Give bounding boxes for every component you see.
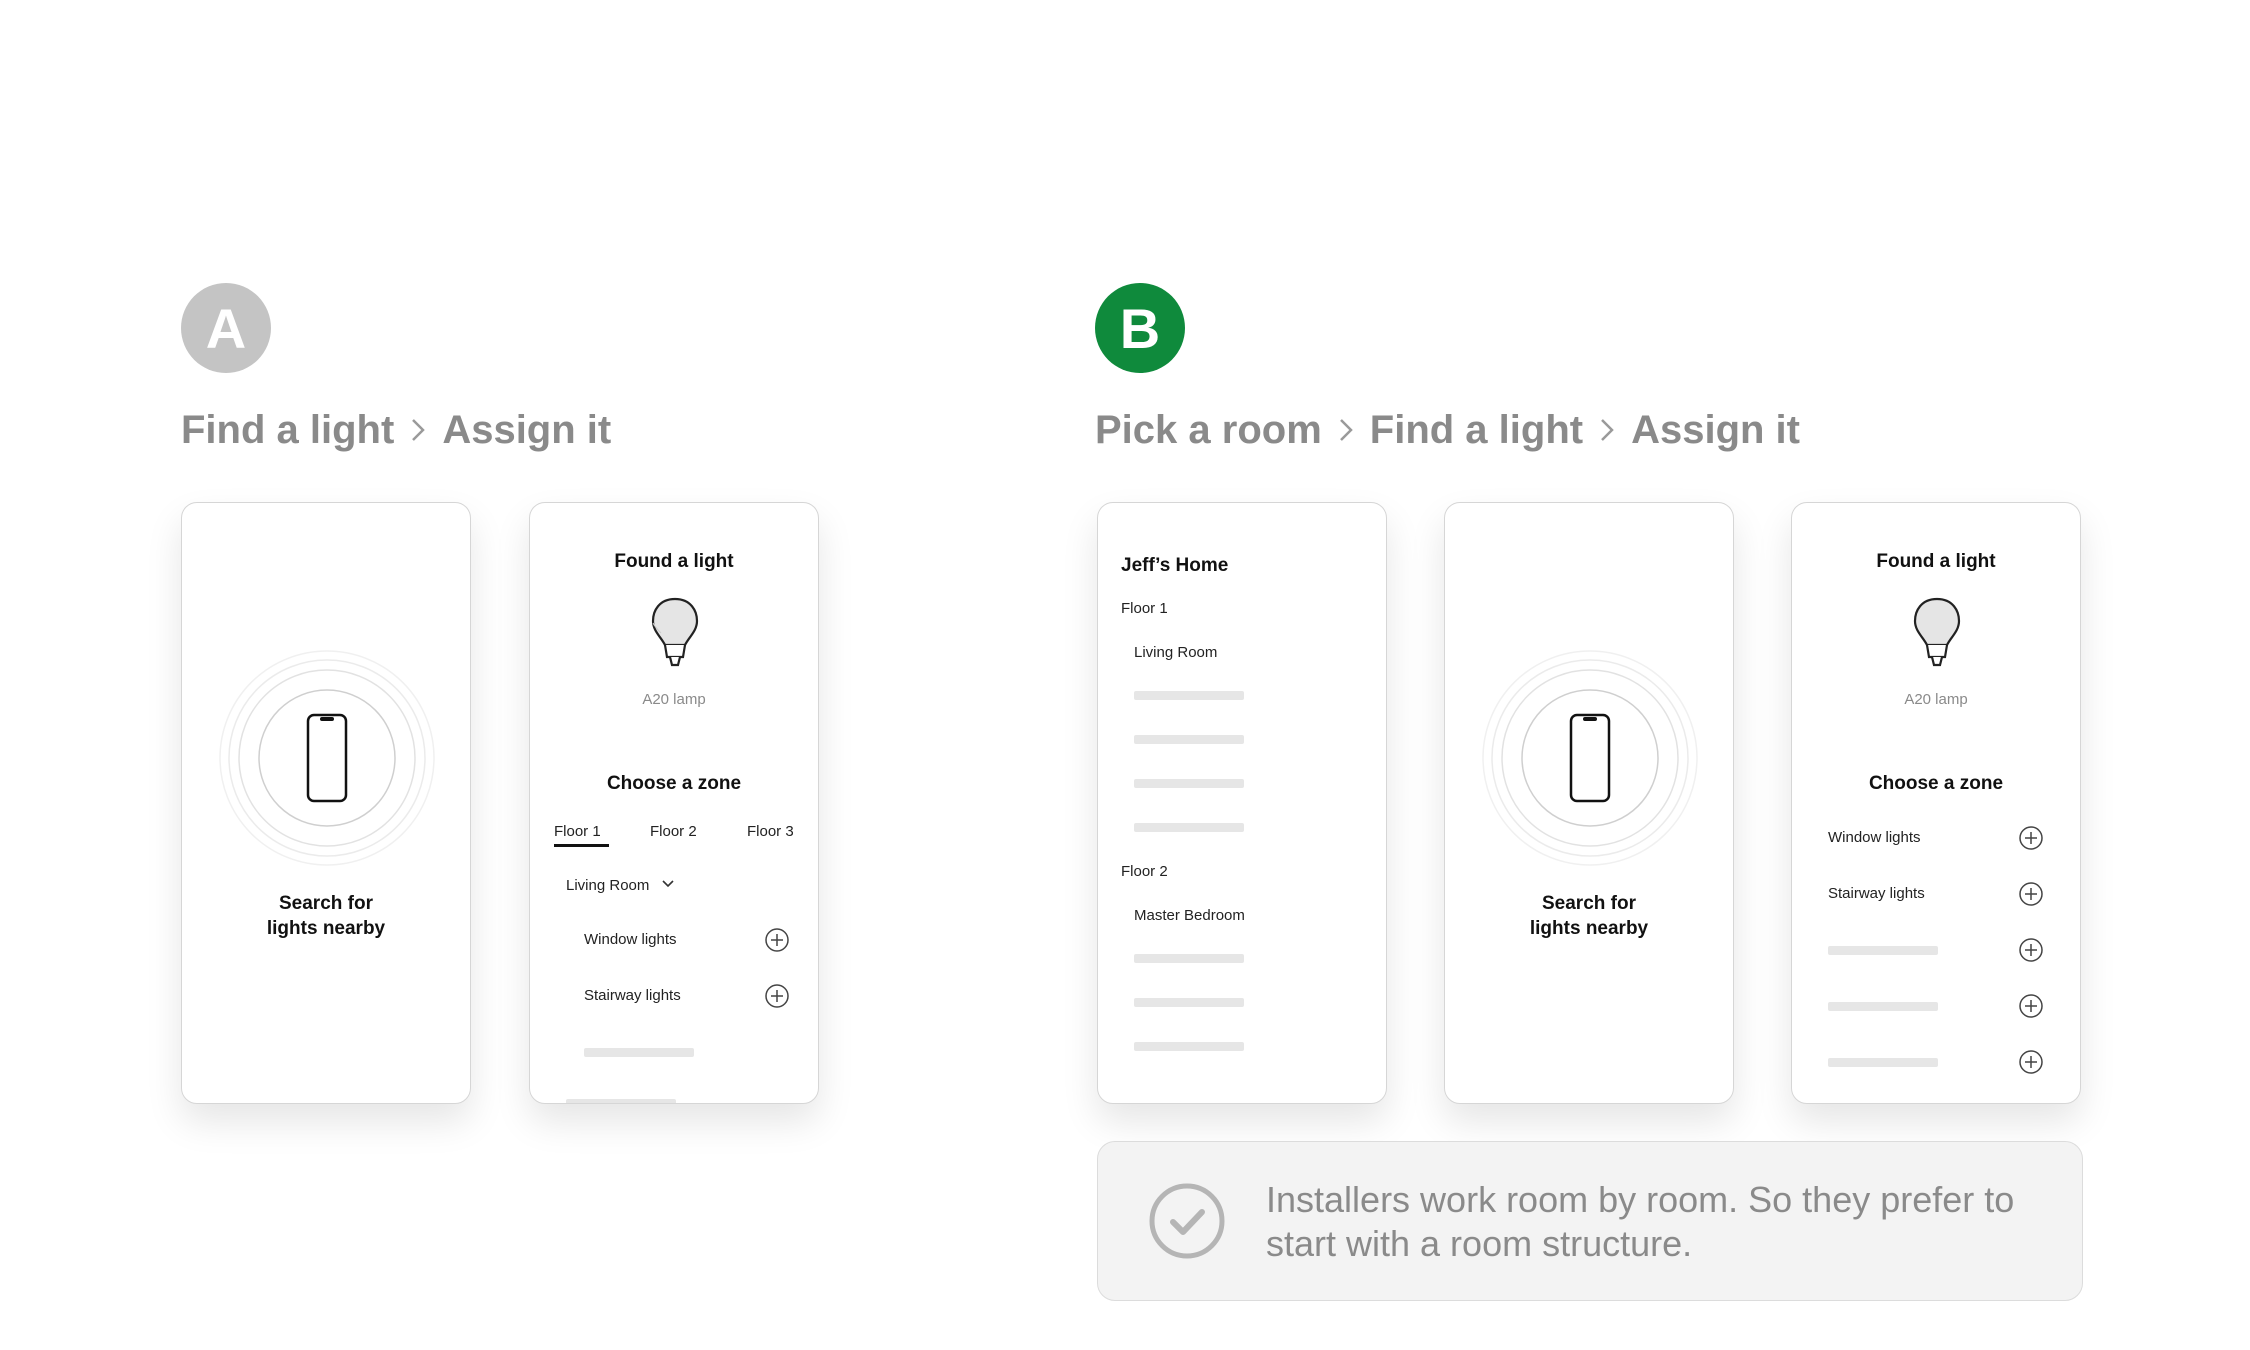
chevron-down-icon (661, 880, 674, 888)
zone-item-window: Window lights (1828, 829, 1921, 846)
flow-b-step-2: Find a light (1369, 407, 1584, 452)
search-label: Search for lights nearby (1445, 891, 1733, 941)
placeholder-line (1134, 691, 1244, 700)
zone-item-window: Window lights (584, 931, 677, 948)
card-b-rooms: Jeff’s Home Floor 1 Living Room Floor 2 … (1097, 502, 1387, 1104)
zone-item-stairway: Stairway lights (584, 987, 681, 1004)
chevron-right-icon (394, 410, 442, 450)
plus-circle-icon[interactable] (2018, 937, 2044, 963)
placeholder-line (1134, 1042, 1244, 1051)
room-living[interactable]: Living Room (1134, 644, 1218, 661)
placeholder-line (584, 1048, 694, 1057)
info-callout: Installers work room by room. So they pr… (1097, 1141, 2083, 1301)
radar-graphic (219, 650, 435, 866)
plus-circle-icon[interactable] (764, 983, 790, 1009)
phone-icon (1569, 713, 1611, 803)
flow-a-step-2: Assign it (442, 407, 612, 452)
tab-active-indicator (554, 844, 609, 847)
room-dropdown-label: Living Room (566, 877, 650, 894)
search-label-line-1: Search for (279, 893, 373, 914)
placeholder-line (1828, 1002, 1938, 1011)
bulb-label: A20 lamp (642, 691, 706, 708)
tab-floor-3[interactable]: Floor 3 (747, 823, 794, 840)
bulb-icon (1913, 597, 1961, 667)
placeholder-line (566, 1099, 676, 1103)
floor-2-label: Floor 2 (1121, 863, 1168, 880)
bulb-label: A20 lamp (1904, 691, 1968, 708)
plus-circle-icon[interactable] (2018, 825, 2044, 851)
plus-circle-icon[interactable] (764, 927, 790, 953)
flow-b-step-1: Pick a room (1095, 407, 1322, 452)
flow-a-step-1: Find a light (181, 407, 395, 452)
search-label-line-2: lights nearby (266, 918, 386, 939)
room-master-bedroom[interactable]: Master Bedroom (1134, 907, 1245, 924)
chevron-right-icon (1583, 410, 1631, 450)
flow-b: Pick a room Find a light Assign it (1095, 400, 1800, 460)
floor-1-label: Floor 1 (1121, 600, 1168, 617)
card-a-search: Search for lights nearby (181, 502, 471, 1104)
placeholder-line (1134, 735, 1244, 744)
search-label-line-2: lights nearby (1529, 918, 1649, 939)
placeholder-line (1828, 1058, 1938, 1067)
placeholder-line (1828, 946, 1938, 955)
found-title: Found a light (1876, 551, 1996, 572)
placeholder-line (1134, 779, 1244, 788)
card-a-assign: Found a light A20 lamp Choose a zone Flo… (529, 502, 819, 1104)
search-label: Search for lights nearby (182, 891, 470, 941)
zone-title: Choose a zone (606, 773, 742, 794)
plus-circle-icon[interactable] (2018, 1049, 2044, 1075)
badge-a: A (181, 283, 271, 373)
found-title: Found a light (614, 551, 734, 572)
flow-a: Find a light Assign it (181, 400, 611, 460)
zone-item-stairway: Stairway lights (1828, 885, 1925, 902)
card-b-assign: Found a light A20 lamp Choose a zone Win… (1791, 502, 2081, 1104)
bulb-icon (651, 597, 699, 667)
radar-graphic (1482, 650, 1698, 866)
tab-floor-1[interactable]: Floor 1 (554, 823, 601, 840)
chevron-right-icon (1322, 410, 1370, 450)
tab-floor-2[interactable]: Floor 2 (650, 823, 697, 840)
plus-circle-icon[interactable] (2018, 881, 2044, 907)
phone-icon (306, 713, 348, 803)
check-circle-icon (1149, 1183, 1225, 1259)
placeholder-line (1134, 998, 1244, 1007)
search-label-line-1: Search for (1542, 893, 1636, 914)
zone-title: Choose a zone (1868, 773, 2004, 794)
home-title: Jeff’s Home (1121, 555, 1229, 576)
card-b-search: Search for lights nearby (1444, 502, 1734, 1104)
placeholder-line (1134, 823, 1244, 832)
plus-circle-icon[interactable] (2018, 993, 2044, 1019)
flow-b-step-3: Assign it (1631, 407, 1800, 452)
info-text: Installers work room by room. So they pr… (1266, 1179, 2015, 1264)
placeholder-line (1134, 954, 1244, 963)
room-dropdown[interactable]: Living Room (566, 877, 676, 894)
badge-b: B (1095, 283, 1185, 373)
